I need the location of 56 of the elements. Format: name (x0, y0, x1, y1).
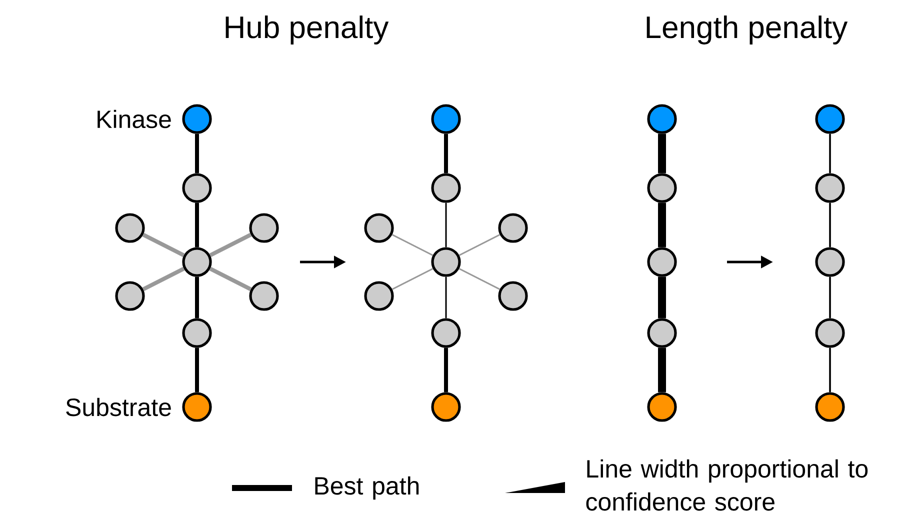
node-label: Substrate (66, 398, 171, 416)
graph-edge (445, 202, 447, 248)
graph-node (815, 318, 845, 348)
graph-node (647, 392, 677, 422)
graph-edge (458, 268, 500, 290)
graph-node (431, 104, 461, 134)
graph-node (647, 318, 677, 348)
graph-edge (392, 234, 434, 256)
graph-edge (444, 134, 448, 174)
graph-edge (829, 348, 831, 392)
graph-node (182, 318, 212, 348)
panel-heading: Length penalty (646, 16, 848, 44)
graph-node (815, 392, 845, 422)
graph-edge (392, 268, 434, 290)
graph-node (364, 281, 394, 311)
graph-edge (195, 134, 199, 174)
graph-node (815, 104, 845, 134)
graph-node (647, 173, 677, 203)
graph-edge (195, 348, 199, 392)
graph-edge (142, 266, 185, 292)
graph-node (182, 173, 212, 203)
graph-node (115, 213, 145, 243)
graph-node (249, 281, 279, 311)
graph-edge (444, 348, 448, 392)
graph-edge (658, 134, 666, 174)
graph-node (249, 213, 279, 243)
graph-node (815, 247, 845, 277)
graph-node (815, 173, 845, 203)
graph-edge (658, 348, 666, 392)
graph-edge (829, 134, 831, 174)
graph-edge (658, 276, 666, 318)
graph-edge (142, 232, 185, 258)
graph-node (647, 104, 677, 134)
graph-node (431, 247, 461, 277)
legend-text: Line width proportional to confidence score (586, 459, 868, 511)
graph-edge (195, 202, 199, 248)
graph-node (431, 318, 461, 348)
node-label: Kinase (98, 110, 171, 128)
graph-node (182, 247, 212, 277)
graph-node (364, 213, 394, 243)
graph-node (498, 281, 528, 311)
graph-edge (209, 232, 252, 258)
graph-node (498, 213, 528, 243)
graph-edge (209, 266, 252, 292)
graph-edge (445, 276, 447, 318)
panel-heading: Hub penalty (226, 16, 389, 44)
graph-node (647, 247, 677, 277)
graph-node (431, 173, 461, 203)
legend-text: Best path (315, 476, 419, 500)
graph-node (431, 392, 461, 422)
graph-edge (829, 276, 831, 318)
graph-edge (829, 202, 831, 248)
graph-edge (658, 202, 666, 248)
graph-edge (458, 234, 500, 256)
graph-node (115, 281, 145, 311)
graph-edge (195, 276, 199, 318)
